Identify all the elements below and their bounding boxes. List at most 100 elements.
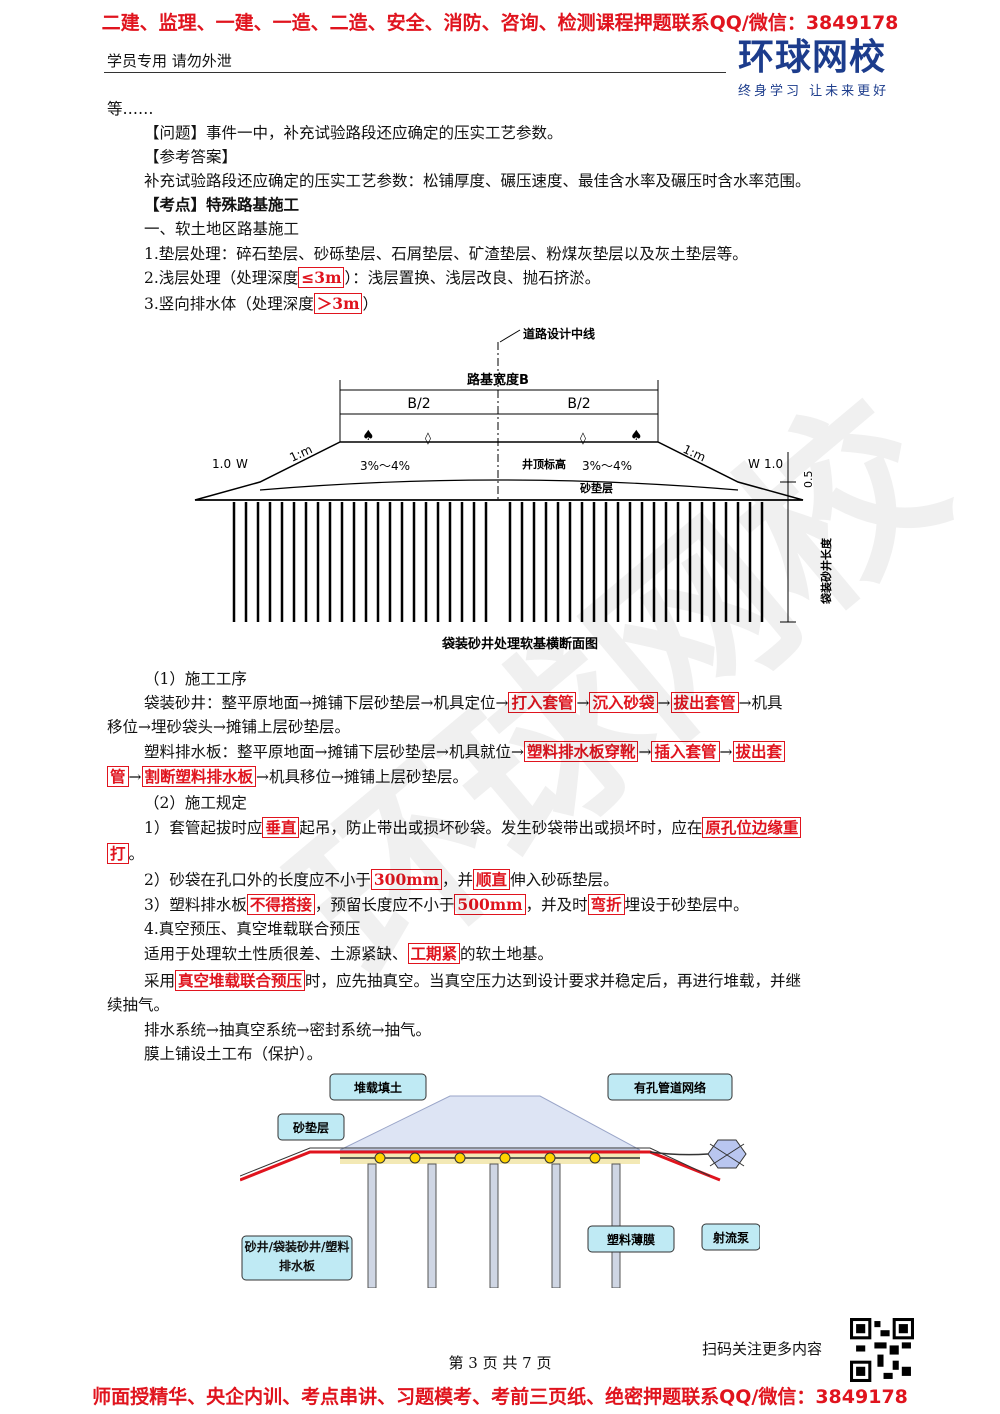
text: 3.竖向排水体（处理深度 — [144, 295, 314, 313]
text: 采用 — [144, 972, 176, 990]
text: → — [128, 768, 142, 786]
highlight: 真空堆载联合预压 — [175, 970, 306, 991]
text-line: 续抽气。 — [107, 996, 170, 1014]
text-line: 移位→埋砂袋头→摊铺上层砂垫层。 — [107, 718, 350, 736]
diagram-caption: 袋装砂井处理软基横断面图 — [441, 636, 598, 652]
text-line: 3.竖向排水体（处理深度＞3m） — [144, 293, 378, 315]
text: 1）套管起拔时应 — [144, 819, 263, 837]
qr-code-icon[interactable] — [850, 1318, 914, 1382]
logo-slogan: 终身学习 让未来更好 — [738, 84, 890, 99]
bottom-banner: 师面授精华、央企内训、考点串讲、习题模考、考前三页纸、绝密押题联系QQ/微信：3… — [92, 1386, 908, 1408]
text: ） — [362, 295, 378, 313]
sand-wells — [232, 502, 764, 622]
highlight: 割断塑料排水板 — [141, 766, 257, 787]
wells-label: 砂井/袋装砂井/塑料排水板 — [244, 1240, 350, 1273]
film-label: 塑料薄膜 — [607, 1232, 655, 1247]
text: 伸入砂砾垫层。 — [510, 871, 619, 889]
header-note: 学员专用 请勿外泄 — [107, 52, 232, 70]
highlight: 沉入砂袋 — [589, 692, 658, 713]
text: → — [719, 743, 733, 761]
text: 3）塑料排水板 — [144, 896, 247, 914]
scan-note: 扫码关注更多内容 — [702, 1340, 823, 1358]
text: 2.浅层处理（处理深度 — [144, 269, 299, 287]
text: 时，应先抽真空。当真空压力达到设计要求并稳定后，再进行堆载，并继 — [305, 972, 802, 990]
text-line: 袋装砂井：整平原地面→摊铺下层砂垫层→机具定位→打入套管→沉入砂袋→拔出套管→机… — [144, 692, 783, 714]
highlight: 拔出套 — [732, 741, 786, 762]
vacuum-preload-diagram: 堆载填土 有孔管道网络 砂垫层 砂井/袋装砂井/塑料排水板 塑料薄膜 射流泵 — [240, 1073, 760, 1288]
drain-wells — [367, 1163, 621, 1288]
highlight: 管 — [107, 766, 129, 787]
text-line: 1.垫层处理：碎石垫层、砂砾垫层、石屑垫层、矿渣垫层、粉煤灰垫层以及灰土垫层等。 — [144, 245, 748, 263]
fill-label: 堆载填土 — [354, 1080, 402, 1095]
grade-right: 3%～4% — [582, 459, 632, 473]
width-label: 路基宽度B — [467, 372, 529, 388]
text: ，并及时 — [525, 896, 588, 914]
text-line: 适用于处理软土性质很差、土源紧缺、工期紧的软土地基。 — [144, 943, 553, 965]
berm-right: 1.0 — [764, 457, 783, 471]
text: ，并 — [442, 871, 474, 889]
text: → — [576, 694, 590, 712]
answer-heading: 【参考答案】 — [144, 148, 238, 166]
half-width-right: B/2 — [567, 396, 590, 412]
highlight: 不得搭接 — [246, 894, 315, 915]
text-line: 2.浅层处理（处理深度≤3m）：浅层置换、浅层改良、抛石挤淤。 — [144, 267, 600, 289]
text: → — [657, 694, 671, 712]
question: 【问题】事件一中，补充试验路段还应确定的压实工艺参数。 — [144, 124, 563, 142]
text: 2）砂袋在孔口外的长度应不小于 — [144, 871, 371, 889]
subheading: （2）施工规定 — [144, 794, 247, 812]
text: ，预留长度应不小于 — [314, 896, 455, 914]
logo: 环球网校 终身学习 让未来更好 — [738, 37, 918, 100]
text: → — [638, 743, 652, 761]
text: 的软土地基。 — [460, 945, 554, 963]
highlight: 垂直 — [262, 817, 300, 838]
highlight: 工期紧 — [407, 943, 461, 964]
text: 适用于处理软土性质很差、土源紧缺、 — [144, 945, 408, 963]
text-line: 排水系统→抽真空系统→密封系统→抽气。 — [144, 1021, 431, 1039]
text-line: 采用真空堆载联合预压时，应先抽真空。当真空压力达到设计要求并稳定后，再进行堆载，… — [144, 970, 801, 992]
text: 。 — [128, 845, 145, 863]
page-number: 第 3 页 共 7 页 — [448, 1354, 552, 1372]
text-line: 管→割断塑料排水板→机具移位→摊铺上层砂垫层。 — [107, 766, 468, 788]
logo-text: 环球网校 — [738, 37, 887, 78]
text: 袋装砂井：整平原地面→摊铺下层砂垫层→机具定位→ — [144, 694, 509, 712]
berm-right-w: W — [748, 457, 760, 471]
answer-text: 补充试验路段还应确定的压实工艺参数：松铺厚度、碾压速度、最佳含水率及碾压时含水率… — [144, 172, 811, 190]
sand-label: 砂垫层 — [292, 1120, 329, 1135]
text-line: 等…… — [107, 100, 154, 118]
text-line: 1）套管起拔时应垂直起吊，防止带出或损坏砂袋。发生砂袋带出或损坏时，应在原孔位边… — [144, 817, 802, 839]
well-top-label: 井顶标高 — [522, 457, 566, 471]
sand-thickness: 0.5 — [802, 471, 815, 489]
marker-icon: ◊ — [580, 431, 586, 445]
berm-left: 1.0 — [212, 457, 231, 471]
grade-left: 3%～4% — [360, 459, 410, 473]
section-heading: 4.真空预压、真空堆载联合预压 — [144, 920, 361, 938]
header-divider — [104, 72, 726, 73]
berm-left-w: W — [236, 457, 248, 471]
text: →机具移位→摊铺上层砂垫层。 — [256, 768, 469, 786]
text: 塑料排水板：整平原地面→摊铺下层砂垫层→机具就位→ — [144, 743, 524, 761]
highlight: 塑料排水板穿靴 — [523, 741, 639, 762]
half-width-left: B/2 — [407, 396, 430, 412]
lamp-icon: ♠ — [630, 428, 643, 444]
text: 埋设于砂垫层中。 — [624, 896, 749, 914]
subheading: （1）施工工序 — [144, 670, 247, 688]
pipe-label: 有孔管道网络 — [634, 1080, 706, 1095]
highlight: 500mm — [454, 894, 526, 915]
highlight: 原孔位边缘重 — [702, 817, 802, 838]
lamp-icon: ♠ — [362, 428, 375, 444]
highlight: 拔出套管 — [670, 692, 739, 713]
highlight: 打 — [107, 843, 129, 864]
well-length-label: 袋装砂井长度 — [819, 537, 833, 605]
text-line: 打。 — [107, 843, 144, 865]
text: →机具 — [738, 694, 783, 712]
highlight: 打入套管 — [508, 692, 577, 713]
highlight: 弯折 — [587, 894, 625, 915]
highlight: ≤3m — [298, 267, 345, 288]
sand-layer-label: 砂垫层 — [580, 481, 613, 495]
section-heading: 一、软土地区路基施工 — [144, 220, 300, 238]
highlight: ＞3m — [313, 293, 363, 314]
sand-well-cross-section: 道路设计中线 路基宽度B B/2 B/2 1:m 1:m 1.0 W W 1.0… — [194, 326, 833, 652]
highlight: 300mm — [370, 869, 443, 890]
